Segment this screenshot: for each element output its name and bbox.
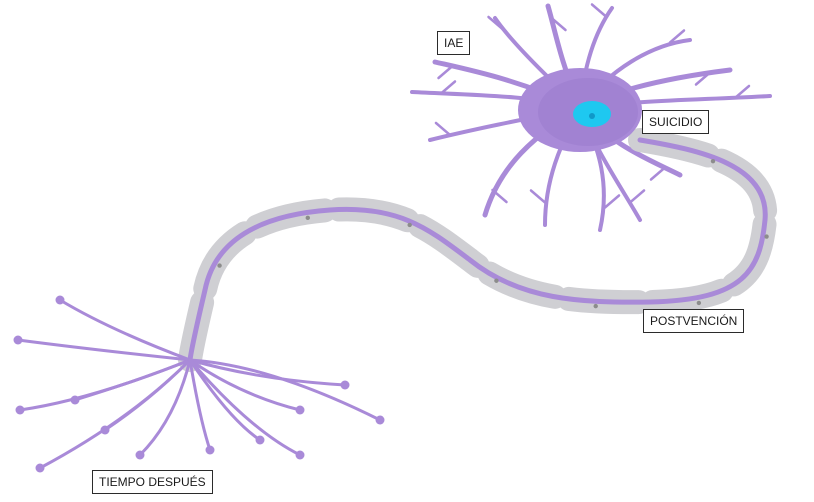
node-of-ranvier xyxy=(697,301,701,305)
label-iae: IAE xyxy=(437,31,470,55)
node-of-ranvier xyxy=(306,216,310,220)
terminal-bouton xyxy=(14,336,23,345)
terminal-bouton xyxy=(56,296,65,305)
terminal-bouton xyxy=(256,436,265,445)
node-of-ranvier xyxy=(594,304,598,308)
label-suicidio: SUICIDIO xyxy=(642,110,709,134)
node-of-ranvier xyxy=(494,279,498,283)
terminal-bouton xyxy=(36,464,45,473)
label-postvencion: POSTVENCIÓN xyxy=(643,309,744,333)
terminal-bouton xyxy=(376,416,385,425)
node-of-ranvier xyxy=(407,223,411,227)
terminal-branch xyxy=(60,300,190,360)
node-of-ranvier xyxy=(764,234,768,238)
dendrite-twig xyxy=(439,66,453,78)
terminal-bouton xyxy=(341,381,350,390)
dendrite-twig xyxy=(651,168,665,180)
node-of-ranvier xyxy=(711,159,715,163)
dendrite-twig xyxy=(592,5,606,17)
terminal-branch xyxy=(140,360,190,455)
label-tiempo-despues: TIEMPO DESPUÉS xyxy=(92,470,213,494)
terminal-bouton xyxy=(296,406,305,415)
node-of-ranvier xyxy=(217,263,221,267)
dendrite-twig xyxy=(531,191,545,203)
dendrite-twig xyxy=(605,196,619,208)
terminal-bouton xyxy=(206,446,215,455)
terminal-bouton xyxy=(296,451,305,460)
dendrite-twig xyxy=(436,123,450,135)
terminal-bouton xyxy=(16,406,25,415)
dendrite-twig xyxy=(630,191,644,203)
terminal-bouton xyxy=(136,451,145,460)
nucleolus xyxy=(589,113,595,119)
terminal-branch xyxy=(40,360,190,468)
